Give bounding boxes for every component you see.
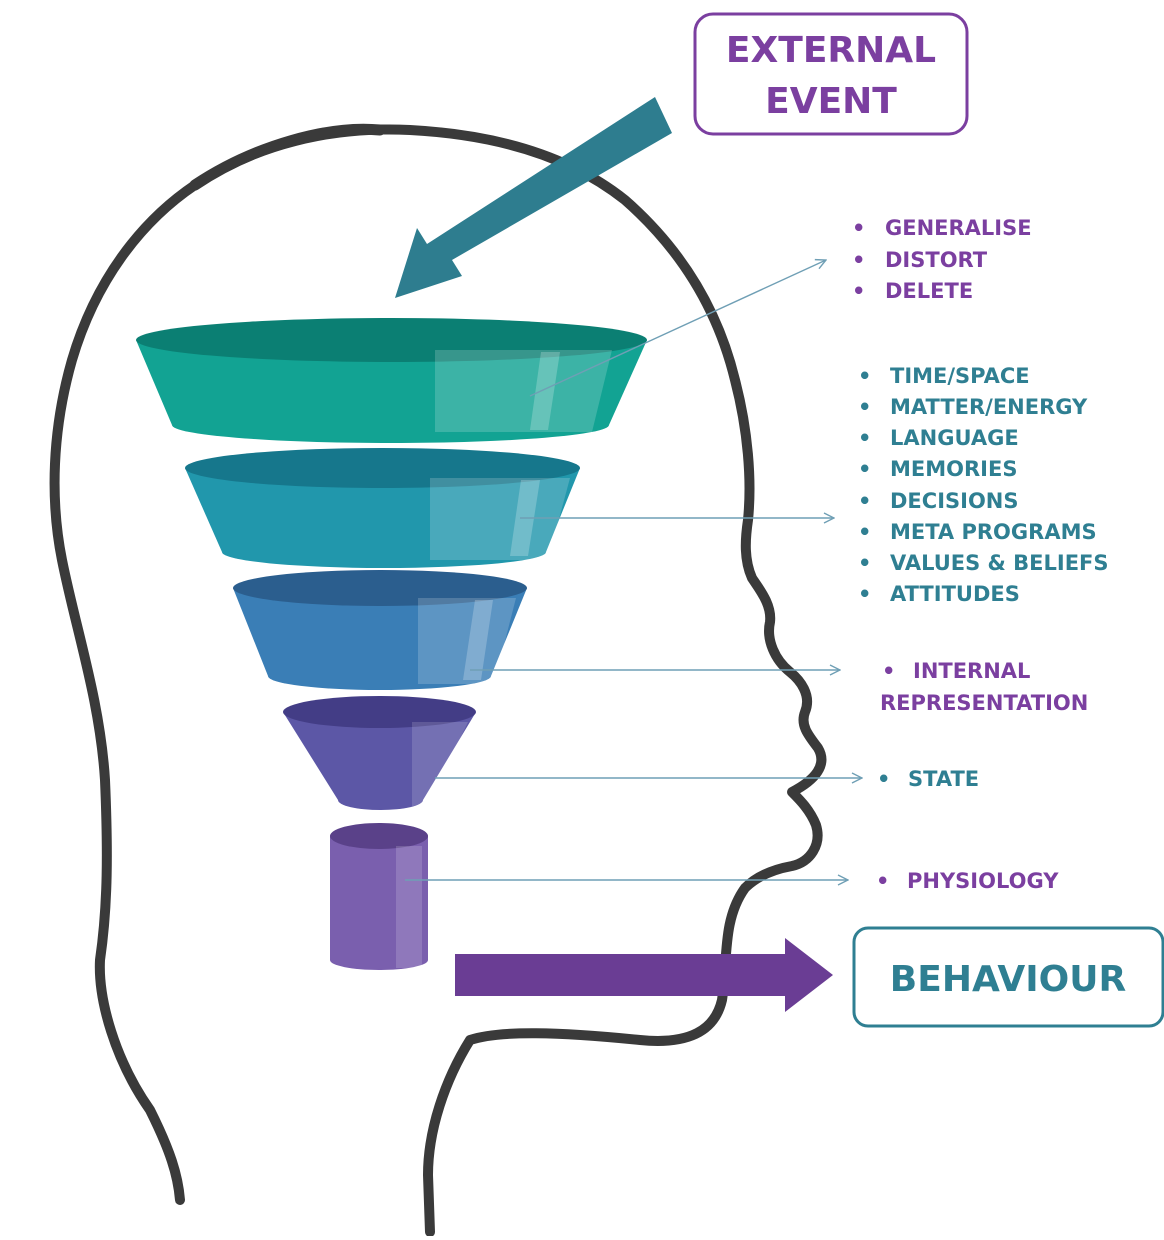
filters-item-distort: DISTORT bbox=[885, 248, 988, 272]
connectors bbox=[405, 260, 862, 880]
head-outline bbox=[49, 124, 827, 1237]
meta-item-meta-programs: META PROGRAMS bbox=[890, 520, 1097, 544]
meta-bullet: • bbox=[858, 520, 871, 544]
internal-rep-label: • INTERNAL REPRESENTATION bbox=[880, 659, 1088, 715]
meta-bullet: • bbox=[858, 489, 871, 513]
filters-list: • GENERALISE • DISTORT • DELETE bbox=[852, 216, 1032, 303]
behaviour-box: BEHAVIOUR bbox=[852, 926, 1164, 1028]
external-event-line2: EVENT bbox=[765, 81, 897, 122]
state-bullet: • bbox=[877, 767, 890, 791]
filters-item-delete: DELETE bbox=[885, 279, 973, 303]
meta-item-decisions: DECISIONS bbox=[890, 489, 1019, 513]
meta-item-time-space: TIME/SPACE bbox=[890, 364, 1030, 388]
head-outline-back bbox=[189, 123, 386, 191]
funnel-layer-4 bbox=[283, 696, 476, 810]
meta-item-values-beliefs: VALUES & BELIEFS bbox=[890, 551, 1109, 575]
internal-rep-bullet: • bbox=[882, 659, 895, 683]
internal-rep-line1: INTERNAL bbox=[913, 659, 1030, 683]
behaviour-label: BEHAVIOUR bbox=[890, 959, 1126, 1000]
filters-item-generalise: GENERALISE bbox=[885, 216, 1032, 240]
funnel-layer-1 bbox=[136, 318, 647, 443]
external-event-line1: EXTERNAL bbox=[726, 30, 936, 71]
external-event-box: EXTERNAL EVENT bbox=[693, 12, 969, 136]
funnel-layer-5 bbox=[330, 823, 428, 970]
physiology-bullet: • bbox=[876, 869, 889, 893]
state-text: STATE bbox=[908, 767, 979, 791]
connector-filters bbox=[529, 260, 826, 397]
state-label: • STATE bbox=[877, 767, 979, 791]
meta-item-memories: MEMORIES bbox=[890, 457, 1017, 481]
meta-bullet: • bbox=[858, 395, 871, 419]
meta-bullet: • bbox=[858, 457, 871, 481]
meta-bullet: • bbox=[858, 364, 871, 388]
internal-rep-line2: REPRESENTATION bbox=[880, 691, 1088, 715]
meta-item-matter-energy: MATTER/ENERGY bbox=[890, 395, 1088, 419]
physiology-text: PHYSIOLOGY bbox=[907, 869, 1059, 893]
meta-bullet: • bbox=[858, 551, 871, 575]
funnel-layer-3 bbox=[233, 570, 527, 691]
meta-list: • TIME/SPACE • MATTER/ENERGY • LANGUAGE … bbox=[858, 364, 1109, 606]
meta-item-language: LANGUAGE bbox=[890, 426, 1019, 450]
behaviour-arrow bbox=[455, 938, 833, 1012]
filters-bullet: • bbox=[852, 248, 865, 272]
meta-bullet: • bbox=[858, 426, 871, 450]
incoming-arrow bbox=[395, 97, 672, 298]
meta-item-attitudes: ATTITUDES bbox=[890, 582, 1020, 606]
filters-bullet: • bbox=[852, 279, 865, 303]
meta-bullet: • bbox=[858, 582, 871, 606]
funnel-layer-2 bbox=[185, 448, 580, 568]
filters-bullet: • bbox=[852, 216, 865, 240]
physiology-label: • PHYSIOLOGY bbox=[876, 869, 1059, 893]
funnel bbox=[136, 318, 647, 970]
